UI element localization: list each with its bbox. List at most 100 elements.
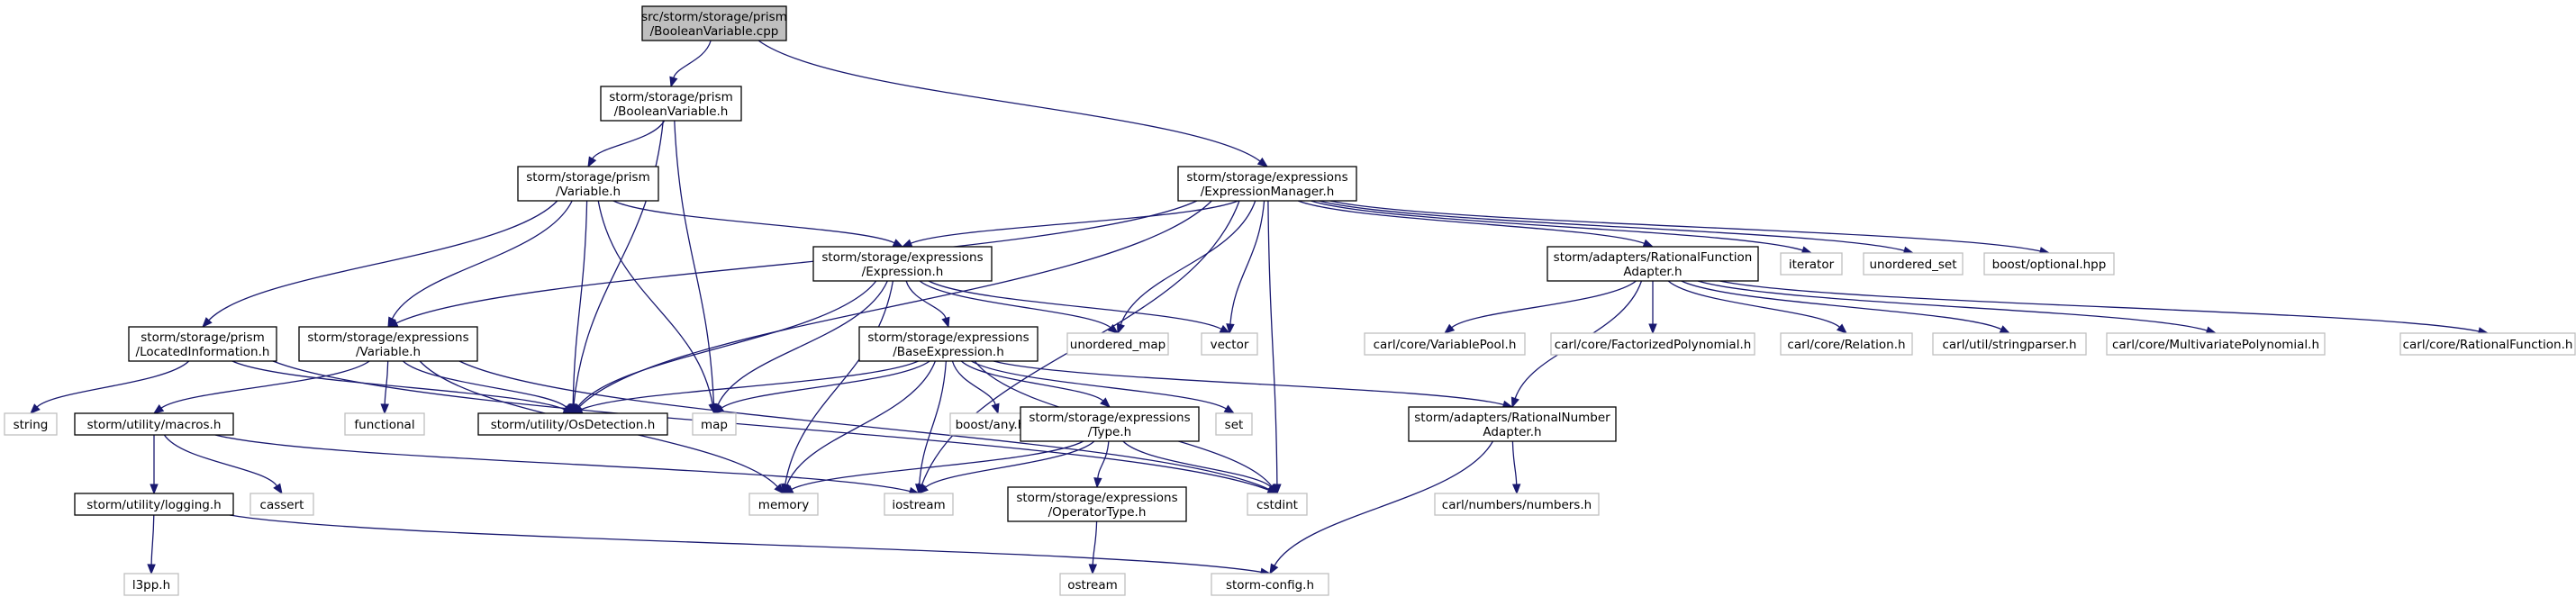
edge-line: [1097, 440, 1110, 479]
node-label-line: unordered_map: [1070, 338, 1166, 352]
edge-arrowhead: [892, 239, 904, 248]
node-storm-storage-prism-booleanvariable-h[interactable]: storm/storage/prism/BooleanVariable.h: [600, 86, 742, 122]
edge-line: [960, 360, 1104, 402]
node-label-line: /Type.h: [1088, 425, 1131, 439]
edge-line: [1329, 200, 2041, 252]
edge-line: [229, 514, 1262, 573]
node-box: [477, 412, 668, 436]
node-label-line: carl/core/FactorizedPolynomial.h: [1555, 338, 1752, 352]
edge-line: [1319, 200, 1905, 252]
node-storm-storage-prism-variable-h[interactable]: storm/storage/prism/Variable.h: [517, 166, 659, 202]
edge-line: [757, 40, 1261, 162]
edge-line: [597, 200, 713, 405]
node-cstdint: cstdint: [1247, 493, 1308, 516]
node-carl-numbers-numbers-h: carl/numbers/numbers.h: [1434, 493, 1600, 516]
edge-arrowhead: [152, 404, 165, 414]
node-storm-utility-macros-h[interactable]: storm/utility/macros.h: [74, 412, 234, 436]
node-box: [1932, 332, 2087, 356]
node-label-line: storm/adapters/RationalFunction: [1554, 250, 1753, 265]
edge-line: [919, 280, 1111, 329]
edge-baseexpr_h-to-map: [712, 360, 930, 414]
edge-macros_h-to-logging_h: [150, 434, 159, 495]
edge-arrowhead: [1642, 239, 1655, 248]
edge-arrowhead: [917, 484, 929, 494]
node-label-line: iterator: [1789, 258, 1835, 272]
edge-line: [1311, 200, 1803, 251]
node-storm-storage-expressions-baseexpression-h[interactable]: storm/storage/expressions/BaseExpression…: [858, 326, 1039, 362]
edge-arrowhead: [1088, 564, 1098, 575]
edges-layer: [30, 40, 2490, 576]
node-box: [1247, 493, 1308, 516]
edge-line: [717, 280, 888, 406]
node-box: [249, 493, 314, 516]
edge-arrowhead: [1443, 323, 1456, 334]
edge-locinfo_h-to-osdetect_h: [231, 360, 575, 414]
node-label-line: storm-config.h: [1226, 578, 1314, 592]
edge-arrowhead: [774, 484, 785, 494]
edge-baseexpr_h-to-set: [971, 360, 1236, 414]
edge-arrowhead: [941, 316, 950, 329]
node-box: [2106, 332, 2326, 356]
node-storm-storage-expressions-expressionmanager-h[interactable]: storm/storage/expressions/ExpressionMana…: [1177, 166, 1357, 202]
node-set: set: [1215, 412, 1253, 436]
node-storm-storage-expressions-variable-h[interactable]: storm/storage/expressions/Variable.h: [298, 326, 478, 362]
edge-arrowhead: [1256, 157, 1269, 167]
edge-line: [971, 360, 1227, 410]
edge-expression_h-to-memory: [781, 280, 894, 495]
node-label-line: /OperatorType.h: [1048, 505, 1147, 520]
node-box: [812, 246, 993, 282]
node-box: [4, 412, 58, 436]
edge-type_h-to-cstdint: [1122, 440, 1278, 494]
node-label-line: storm/utility/logging.h: [86, 498, 221, 512]
node-box: [74, 493, 234, 516]
node-box: [123, 573, 179, 596]
edge-arrowhead: [1836, 323, 1848, 334]
node-unordered-set: unordered_set: [1863, 252, 1964, 276]
node-label-line: /ExpressionManager.h: [1201, 185, 1335, 199]
edge-macros_h-to-cassert: [163, 434, 283, 495]
edge-line: [1667, 280, 1840, 328]
edge-logging_h-to-l3pp: [147, 514, 156, 575]
edge-type_h-to-optype_h: [1093, 440, 1110, 489]
node-storm-storage-expressions-expression-h[interactable]: storm/storage/expressions/Expression.h: [812, 246, 993, 282]
node-box: [298, 326, 478, 362]
node-storm-storage-expressions-type-h[interactable]: storm/storage/expressions/Type.h: [1020, 406, 1200, 442]
node-storm-storage-expressions-operatortype-h[interactable]: storm/storage/expressions/OperatorType.h: [1007, 486, 1187, 522]
node-storm-storage-prism-locatedinformation-h[interactable]: storm/storage/prism/LocatedInformation.h: [128, 326, 277, 362]
node-src-storm-storage-prism-booleanvariable-cpp[interactable]: src/storm/storage/prism/BooleanVariable.…: [641, 5, 787, 41]
node-storm-utility-osdetection-h[interactable]: storm/utility/OsDetection.h: [477, 412, 668, 436]
edge-variable_h-to-locinfo_h: [202, 200, 558, 328]
node-label-line: storm/storage/prism: [609, 90, 733, 104]
edge-exprmgr_h-to-vector: [1226, 200, 1265, 335]
edge-boolvar_h-to-map: [674, 120, 719, 415]
edge-variable_h-to-map: [597, 200, 717, 415]
node-storm-utility-logging-h[interactable]: storm/utility/logging.h: [74, 493, 234, 516]
edge-expression_h-to-unordered_map: [919, 280, 1120, 334]
edge-line: [673, 40, 712, 78]
node-label-line: map: [701, 418, 728, 432]
edge-exprvar_h-to-macros_h: [152, 360, 370, 414]
node-box: [1550, 332, 1755, 356]
node-label-line: /BooleanVariable.cpp: [650, 24, 779, 39]
node-box: [1863, 252, 1964, 276]
edge-line: [1297, 200, 1645, 245]
node-box: [1408, 406, 1617, 442]
edge-line: [231, 360, 566, 411]
node-ostream: ostream: [1059, 573, 1126, 596]
edge-line: [905, 280, 947, 319]
edge-line: [592, 120, 666, 159]
edge-line: [1122, 440, 1272, 488]
nodes-layer: src/storm/storage/prism/BooleanVariable.…: [4, 5, 2576, 596]
edge-exprmgr_h-to-osdetect_h: [572, 200, 1212, 414]
node-box: [1020, 406, 1200, 442]
edge-line: [1681, 280, 2002, 330]
edge-arrowhead: [1223, 404, 1236, 414]
node-box: [517, 166, 659, 202]
edge-root-to-exprmgr_h: [757, 40, 1269, 167]
node-box: [1434, 493, 1600, 516]
node-boost-optional-hpp: boost/optional.hpp: [1983, 252, 2115, 276]
edge-macros_h-to-iostream: [214, 434, 921, 496]
edge-ratnum_h-to-numbers_h: [1511, 440, 1521, 495]
